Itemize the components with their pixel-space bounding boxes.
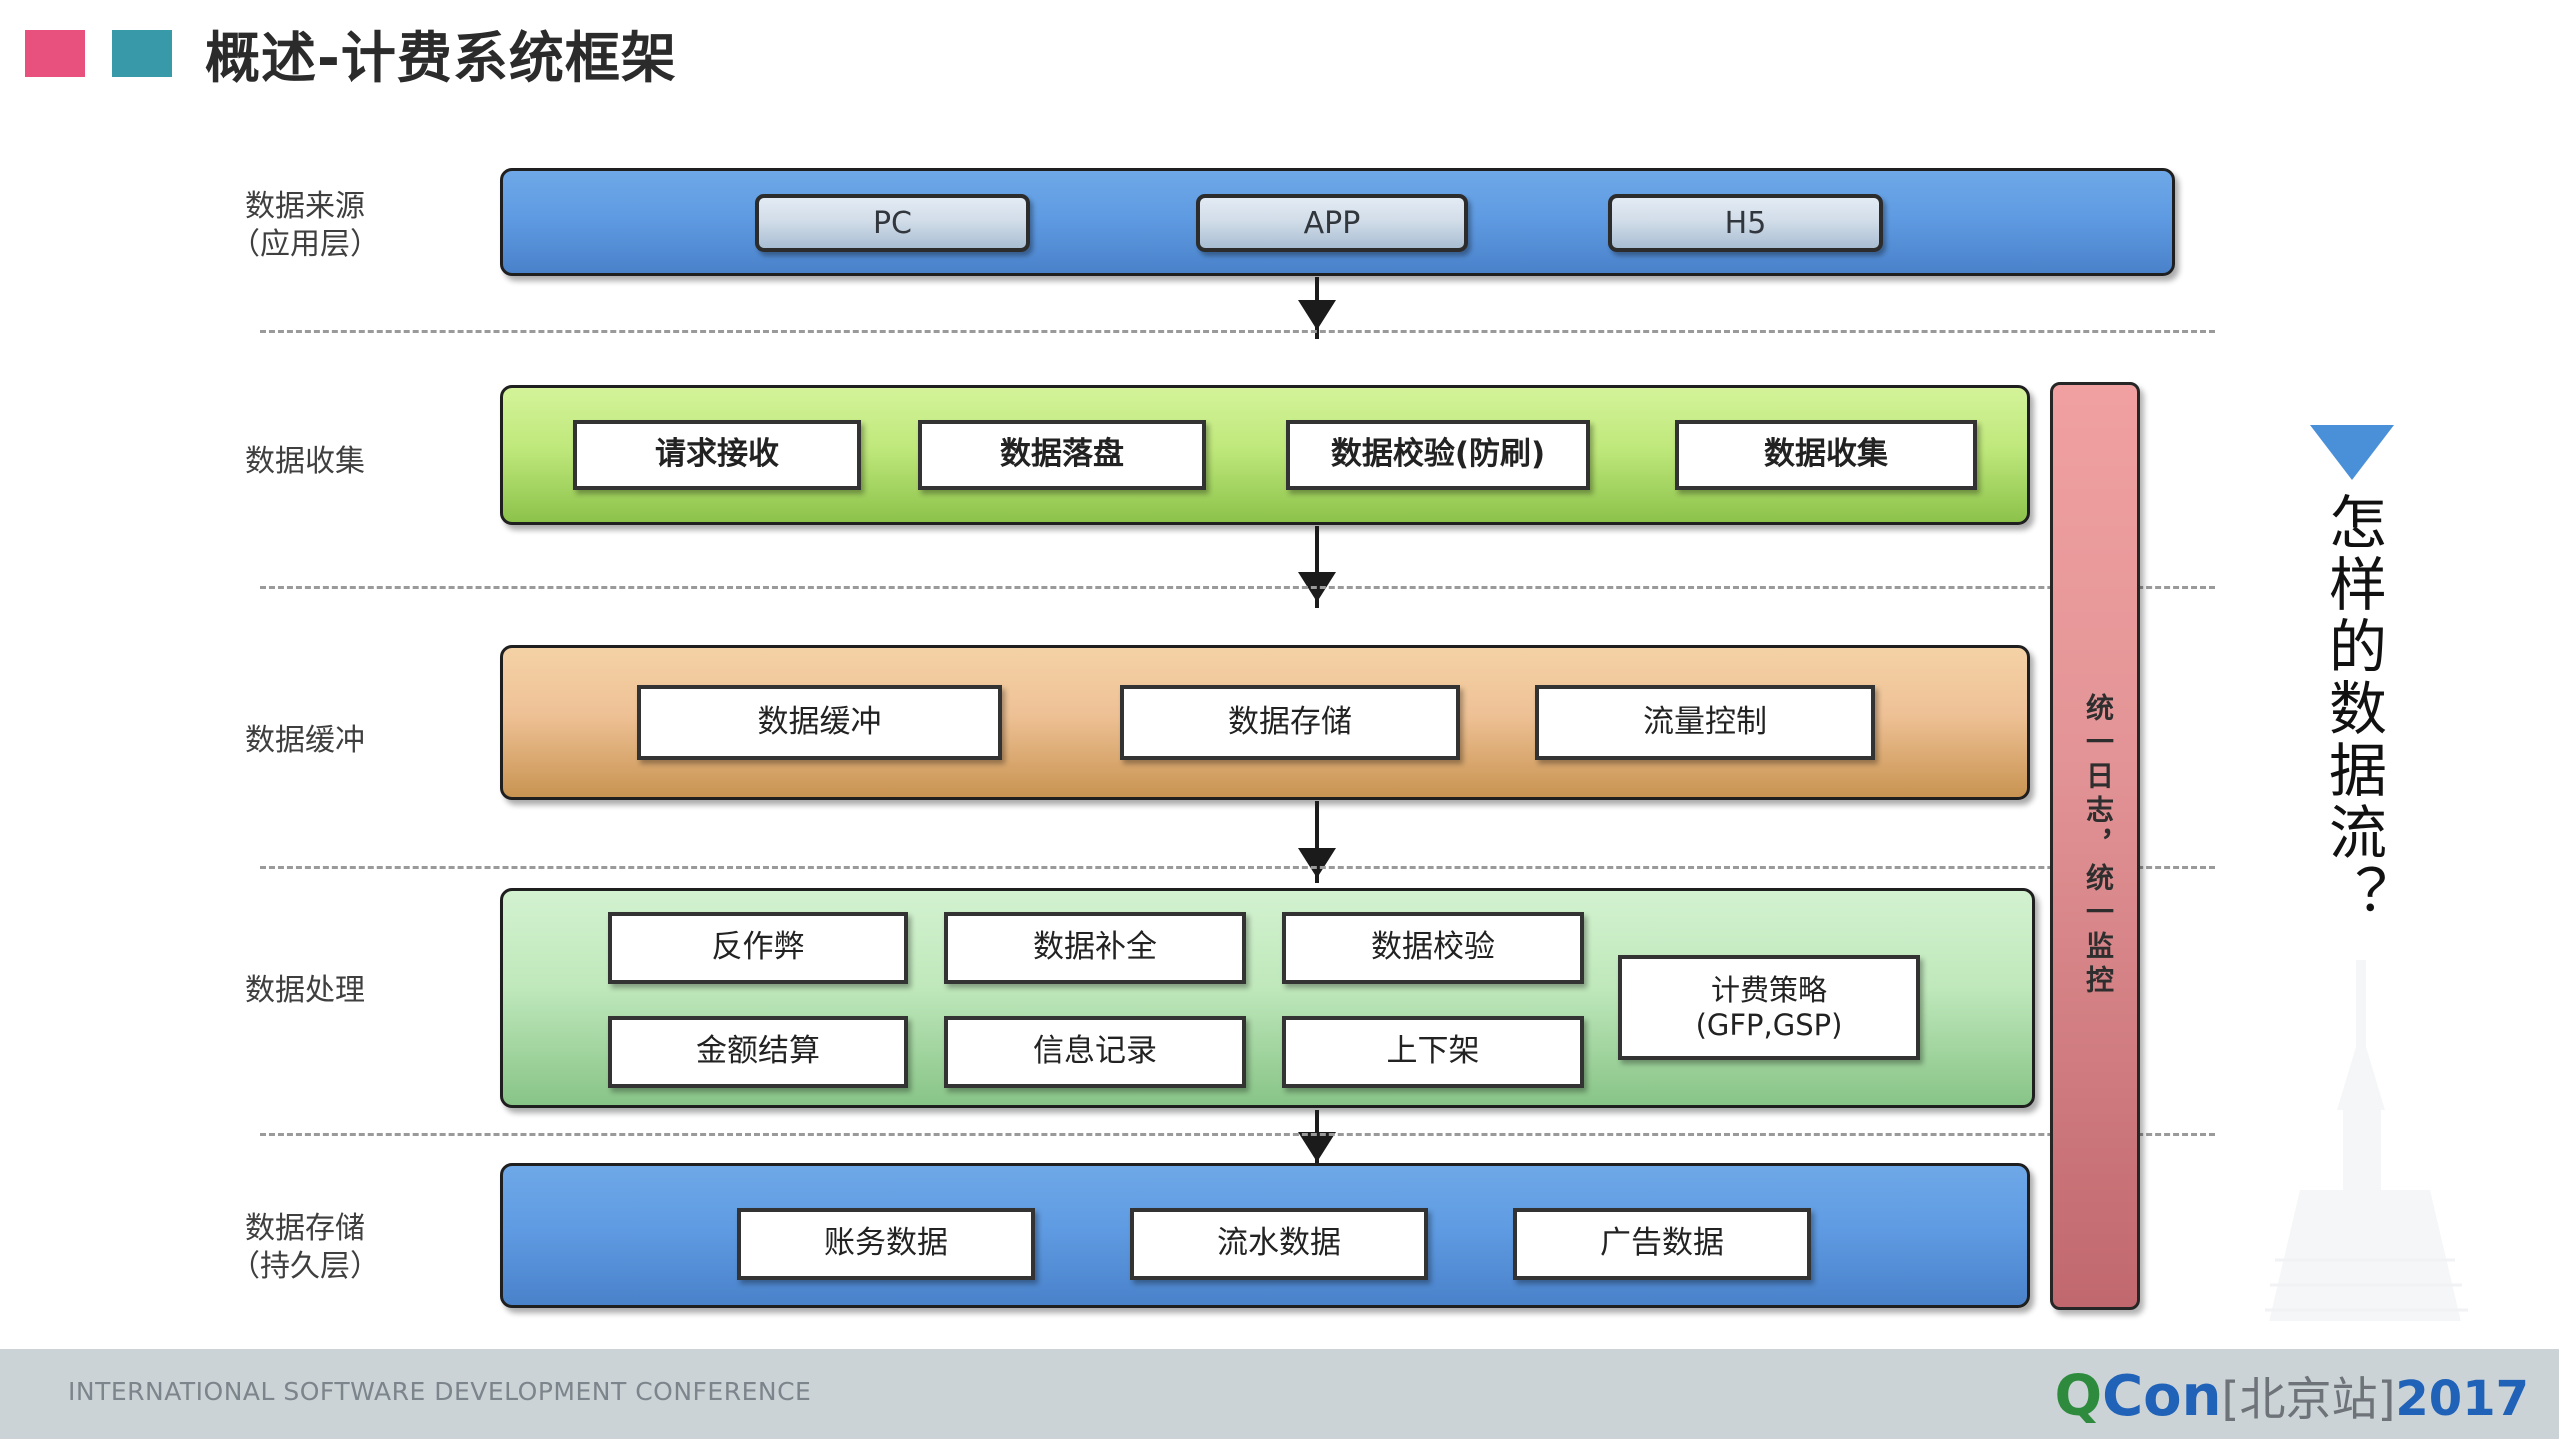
layer-divider-1 (260, 330, 2215, 333)
source-item-h5[interactable]: H5 (1608, 194, 1883, 252)
row-label-buffer: 数据缓冲 (245, 723, 365, 758)
footer-conference-name: INTERNATIONAL SOFTWARE DEVELOPMENT CONFE… (68, 1377, 812, 1406)
source-item-pc[interactable]: PC (755, 194, 1030, 252)
title-decoration-pink-square (25, 30, 85, 77)
unified-monitoring-bar: 统一日志，统一监控 (2050, 382, 2140, 1310)
slide-footer: INTERNATIONAL SOFTWARE DEVELOPMENT CONFE… (0, 1349, 2559, 1439)
process-item-billing-policy[interactable]: 计费策略 (GFP,GSP) (1618, 955, 1920, 1060)
layer-divider-4 (260, 1133, 2215, 1136)
flow-arrow-head-1 (1298, 300, 1336, 330)
collect-item-data-collection[interactable]: 数据收集 (1675, 420, 1977, 490)
qcon-logo: QCon[北京站]2017 (2054, 1363, 2529, 1429)
buffer-item-data-storage[interactable]: 数据存储 (1120, 685, 1460, 760)
process-item-settlement[interactable]: 金额结算 (608, 1016, 908, 1088)
qcon-logo-con: Con (2102, 1364, 2222, 1429)
storage-item-account-data[interactable]: 账务数据 (737, 1208, 1035, 1280)
layer-divider-3 (260, 866, 2215, 869)
flow-arrow-head-4 (1298, 1132, 1336, 1162)
collect-item-request-receive[interactable]: 请求接收 (573, 420, 861, 490)
flow-arrow-line-2 (1315, 526, 1319, 608)
process-item-anti-cheat[interactable]: 反作弊 (608, 912, 908, 984)
process-item-shelf-toggle[interactable]: 上下架 (1282, 1016, 1584, 1088)
row-label-process: 数据处理 (245, 973, 365, 1008)
unified-monitoring-label: 统一日志，统一监控 (2082, 693, 2115, 999)
row-label-source: 数据来源 （应用层） (230, 189, 380, 263)
tower-watermark-icon (2260, 960, 2474, 1360)
row-label-storage: 数据存储 （持久层） (230, 1211, 380, 1285)
process-item-data-validation[interactable]: 数据校验 (1282, 912, 1584, 984)
layer-divider-2 (260, 586, 2215, 589)
qcon-logo-year: 2017 (2395, 1371, 2529, 1427)
band-data-source (500, 168, 2175, 276)
flow-arrow-head-3 (1298, 848, 1336, 878)
collect-item-data-landing[interactable]: 数据落盘 (918, 420, 1206, 490)
slide-header: 概述-计费系统框架 (0, 0, 2559, 110)
page-title: 概述-计费系统框架 (205, 26, 677, 90)
row-label-collect: 数据收集 (245, 444, 365, 479)
storage-item-ad-data[interactable]: 广告数据 (1513, 1208, 1811, 1280)
collect-item-data-validation[interactable]: 数据校验(防刷) (1286, 420, 1590, 490)
process-item-data-completion[interactable]: 数据补全 (944, 912, 1246, 984)
title-decoration-teal-square (112, 30, 172, 77)
buffer-item-data-buffer[interactable]: 数据缓冲 (637, 685, 1002, 760)
source-item-app[interactable]: APP (1196, 194, 1468, 252)
flow-arrow-line-3 (1315, 801, 1319, 883)
down-triangle-icon (2310, 425, 2394, 480)
process-item-info-record[interactable]: 信息记录 (944, 1016, 1246, 1088)
buffer-item-flow-control[interactable]: 流量控制 (1535, 685, 1875, 760)
callout-question: 怎样的数据流？ (2318, 492, 2387, 926)
qcon-logo-q: Q (2054, 1364, 2103, 1429)
storage-item-transaction-data[interactable]: 流水数据 (1130, 1208, 1428, 1280)
footer-white-strip (430, 1321, 2559, 1349)
qcon-logo-city: [北京站] (2221, 1372, 2396, 1426)
